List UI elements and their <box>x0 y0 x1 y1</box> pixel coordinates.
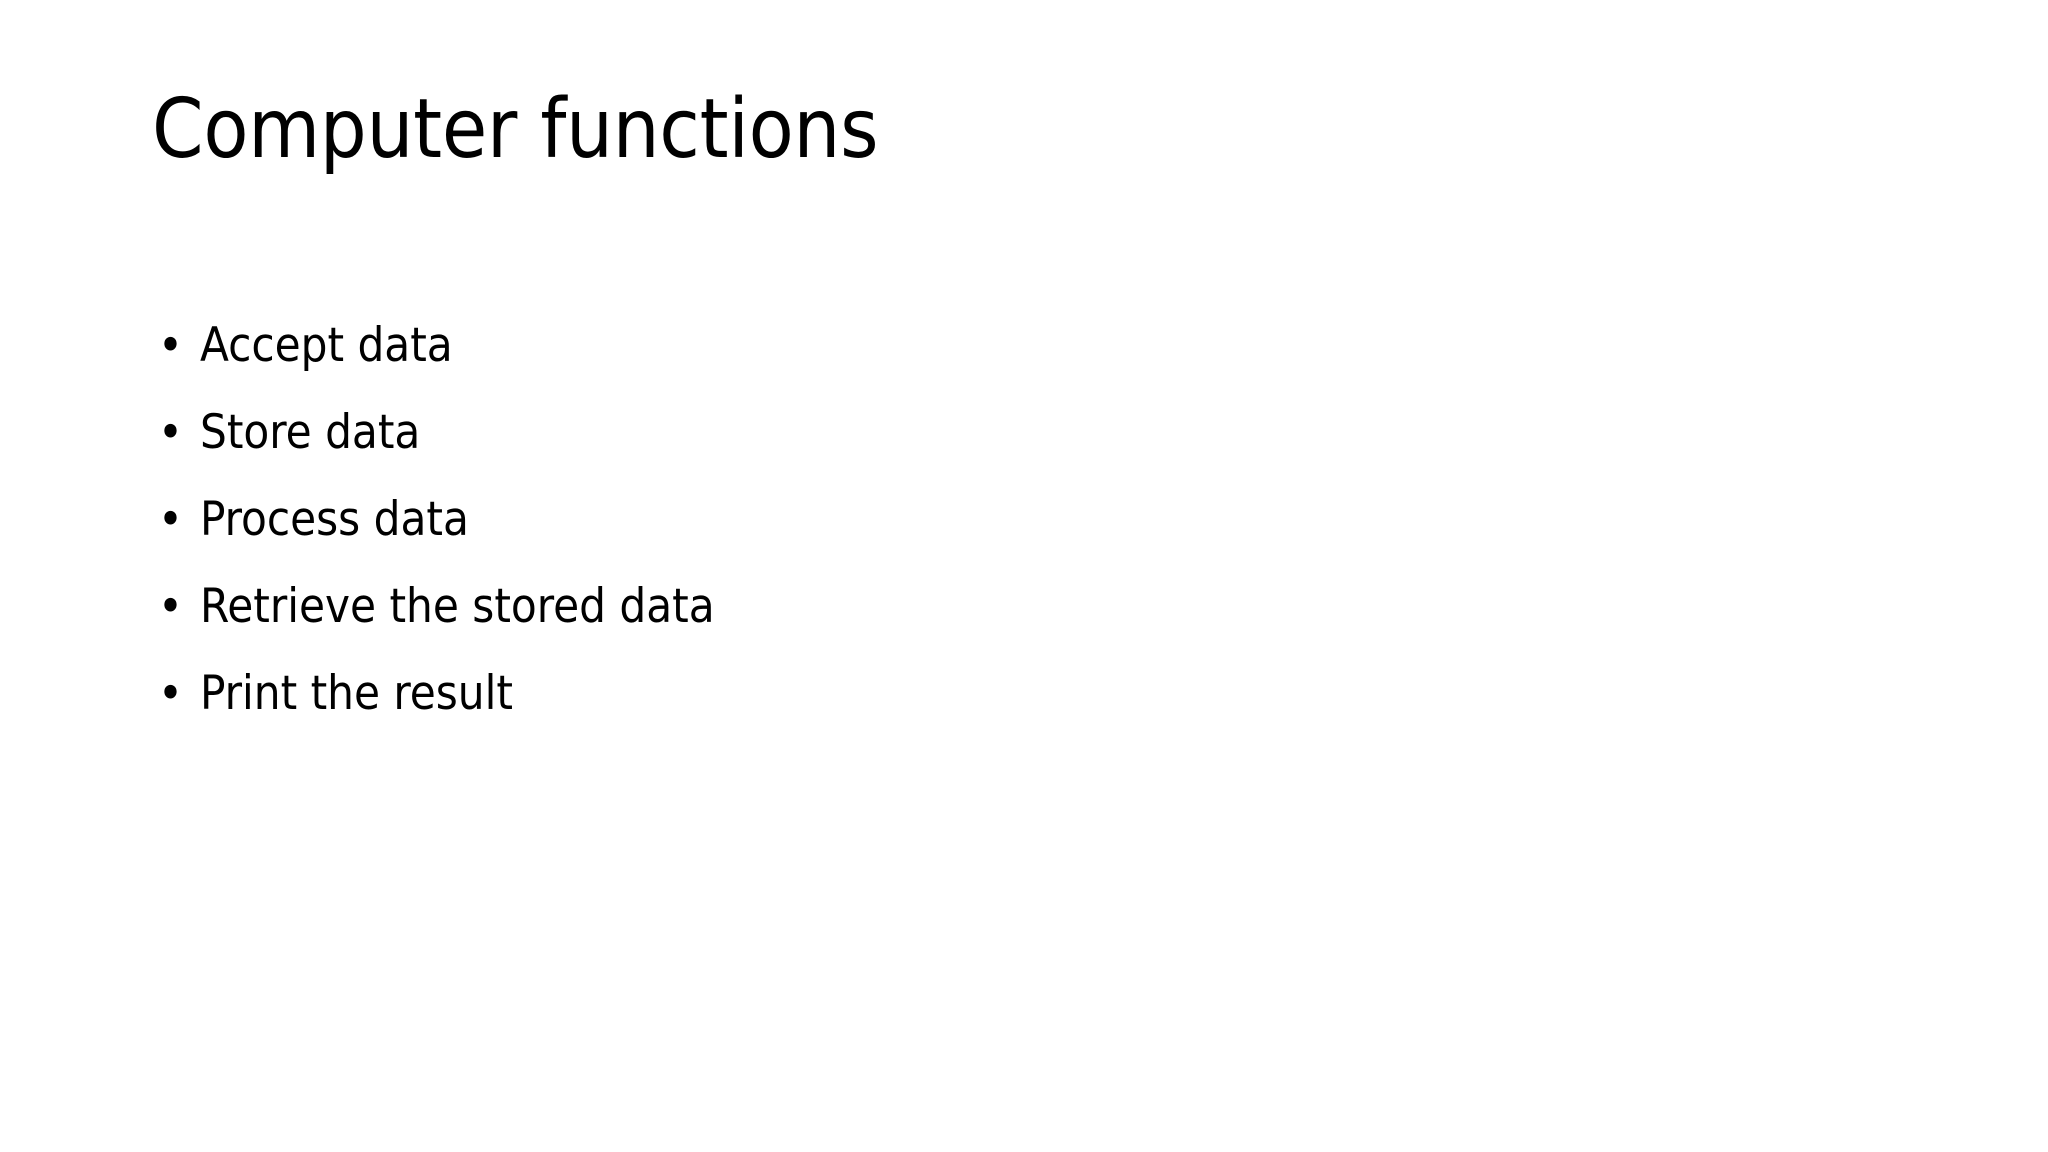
list-item[interactable]: • Store data <box>152 389 1912 476</box>
list-item-label: Process data <box>200 492 469 547</box>
list-item[interactable]: • Process data <box>152 476 1912 563</box>
list-item[interactable]: • Accept data <box>152 302 1912 389</box>
list-item-label: Print the result <box>200 666 513 721</box>
list-item[interactable]: • Print the result <box>152 650 1912 737</box>
bullet-point-icon: • <box>158 666 183 721</box>
list-item[interactable]: • Retrieve the stored data <box>152 563 1912 650</box>
list-item-label: Store data <box>200 405 421 460</box>
body-content-placeholder[interactable]: • Accept data • Store data • Process dat… <box>152 302 1912 737</box>
bullet-list: • Accept data • Store data • Process dat… <box>152 302 1912 737</box>
bullet-point-icon: • <box>158 492 183 547</box>
list-item-label: Retrieve the stored data <box>200 579 715 634</box>
list-item-label: Accept data <box>200 318 453 373</box>
slide-title: Computer functions <box>152 82 879 177</box>
bullet-point-icon: • <box>158 318 183 373</box>
bullet-point-icon: • <box>158 579 183 634</box>
bullet-point-icon: • <box>158 405 183 460</box>
title-placeholder[interactable]: Computer functions <box>152 82 1912 206</box>
